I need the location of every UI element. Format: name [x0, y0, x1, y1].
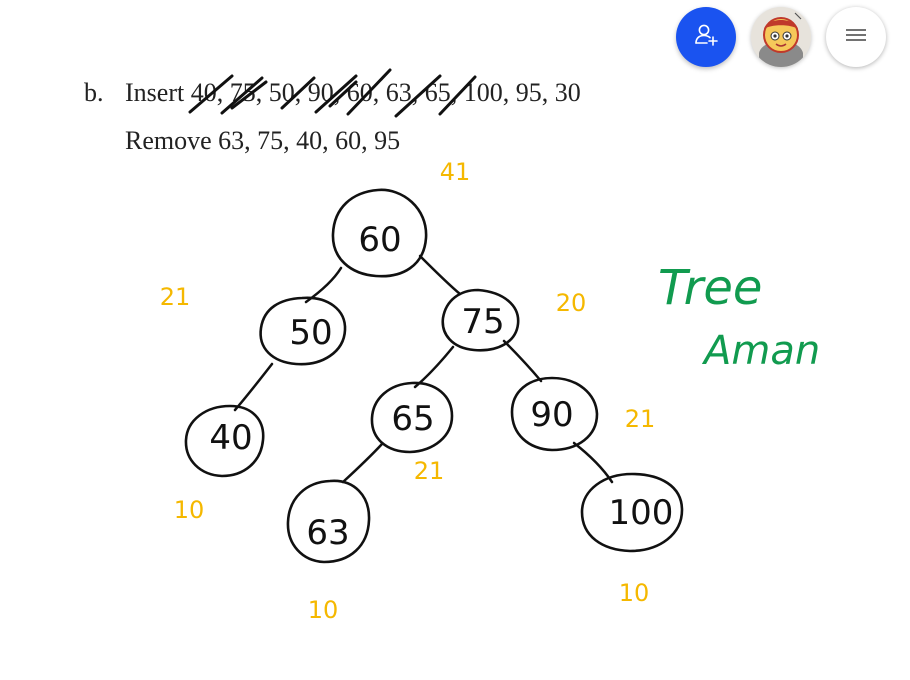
node-label: 63 — [306, 513, 349, 553]
notes-title: Tree — [658, 260, 762, 316]
menu-button[interactable] — [826, 7, 886, 67]
problem-label: b. — [84, 78, 104, 107]
annotation-label: 41 — [440, 158, 471, 186]
node-circle — [580, 472, 684, 553]
node-label: 100 — [609, 493, 674, 533]
node-labels: 60 50 75 40 65 90 63 100 — [209, 220, 673, 553]
toolbar — [0, 0, 910, 80]
annotation-label: 10 — [619, 579, 650, 607]
annotation-label: 10 — [308, 596, 339, 624]
node-circle — [184, 404, 265, 478]
remove-line: Remove 63, 75, 40, 60, 95 — [125, 126, 401, 155]
annotation-label: 21 — [625, 405, 656, 433]
strike-marks — [188, 68, 477, 118]
person-add-icon — [693, 22, 719, 53]
node-label: 75 — [461, 302, 504, 342]
node-label: 65 — [391, 399, 434, 439]
add-user-button[interactable] — [676, 7, 736, 67]
hamburger-menu-icon — [845, 27, 867, 48]
node-circle — [331, 188, 428, 278]
annotation-label: 21 — [160, 283, 191, 311]
tree-nodes — [184, 188, 684, 564]
node-label: 40 — [209, 418, 252, 458]
node-circle — [510, 376, 599, 452]
node-label: 50 — [289, 313, 332, 353]
node-label: 90 — [530, 395, 573, 435]
node-circle — [441, 288, 520, 352]
node-circle — [259, 296, 347, 366]
handwritten-notes: Tree Aman — [658, 260, 820, 374]
node-circle — [370, 381, 454, 454]
tree-edges — [233, 254, 614, 484]
annotation-label: 10 — [174, 496, 205, 524]
node-circle — [286, 479, 371, 564]
node-label: 60 — [358, 220, 401, 260]
notes-author: Aman — [701, 328, 820, 374]
height-annotations: 41 21 20 21 21 10 10 10 — [160, 158, 656, 624]
annotation-label: 21 — [414, 457, 445, 485]
annotation-label: 20 — [556, 289, 587, 317]
avatar[interactable] — [751, 7, 811, 67]
